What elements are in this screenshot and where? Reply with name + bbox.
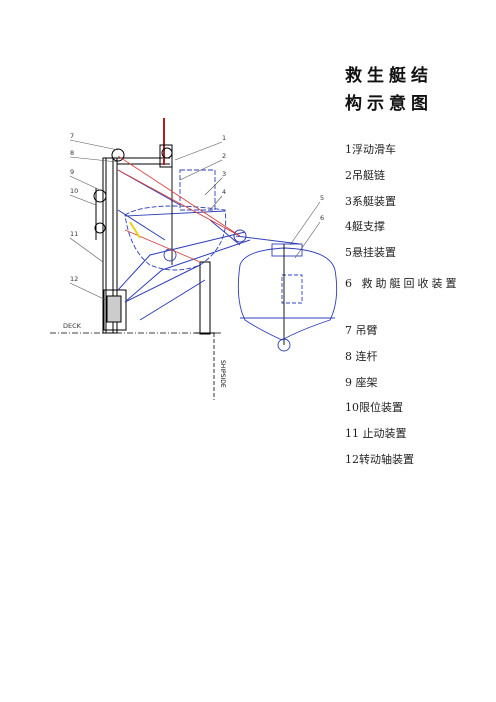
callout-3: 3 (222, 170, 226, 178)
davit-frame (93, 118, 215, 335)
legend-item-7: 7 吊臂 (345, 323, 378, 337)
legend-list: 1浮动滑车 2吊艇链 3系艇装置 4艇支撑 5悬挂装置 6 救助艇回收装置 7 … (345, 142, 465, 478)
callout-2: 2 (222, 152, 226, 160)
legend-item-10: 10限位装置 (345, 401, 403, 415)
legend-item-9: 9 座架 (345, 375, 378, 389)
callout-12: 12 (70, 275, 78, 283)
title-line-2: 构示意图 (345, 94, 433, 114)
legend-item-3: 3系艇装置 (345, 194, 396, 208)
callout-8: 8 (70, 149, 74, 157)
legend-item-8: 8 连杆 (345, 349, 378, 363)
title-line-1: 救生艇结 (345, 66, 433, 86)
callout-numbers: 7 8 9 10 11 12 1 2 3 4 5 6 (70, 132, 324, 283)
callout-9: 9 (70, 168, 74, 176)
legend-item-5: 5悬挂装置 (345, 246, 396, 260)
legend-item-11: 11 止动装置 (345, 427, 407, 441)
deck-label: DECK (63, 322, 82, 330)
callout-11: 11 (70, 230, 78, 238)
legend-item-12: 12转动轴装置 (345, 452, 414, 466)
callout-10: 10 (70, 187, 78, 195)
callout-7: 7 (70, 132, 74, 140)
swing-arm (117, 169, 251, 321)
callout-6: 6 (320, 214, 324, 222)
callout-leaders (69, 139, 321, 301)
page-title: 救生艇结 构示意图 (345, 62, 455, 118)
legend-item-2: 2吊艇链 (345, 168, 385, 182)
legend-item-6: 6 救助艇回收装置 (345, 276, 460, 290)
callout-1: 1 (222, 134, 226, 142)
lifeboat-launched (235, 235, 338, 352)
rope-lines (117, 155, 241, 263)
legend-item-1: 1浮动滑车 (345, 143, 396, 156)
callout-5: 5 (320, 194, 324, 202)
shipside-label: SHIPSIDE (219, 360, 226, 388)
callout-4: 4 (222, 188, 226, 196)
lifeboat-stowed (124, 165, 227, 271)
legend-item-4: 4艇支撑 (345, 220, 385, 234)
